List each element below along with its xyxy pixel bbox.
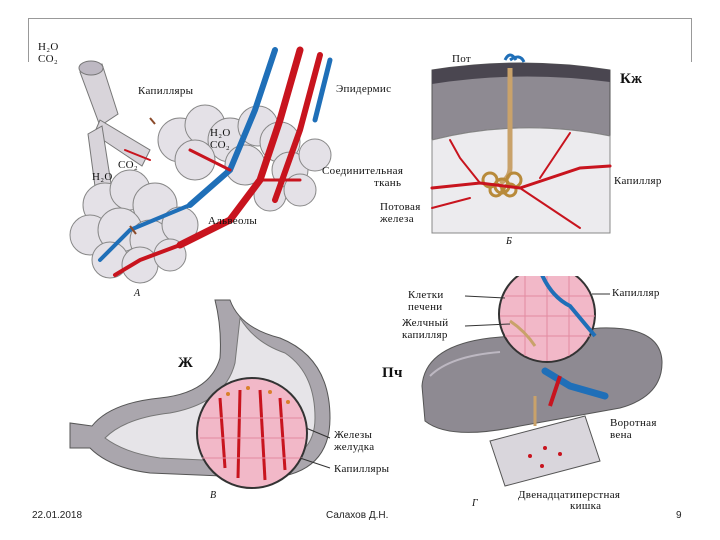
stomach-code-label: Ж (178, 355, 194, 371)
panel-letter-a: А (134, 288, 141, 299)
epidermis-label: Эпидермис (336, 83, 392, 95)
slide-frame-left (28, 18, 29, 62)
gas-label-top-h2o: H₂O (38, 41, 59, 53)
sweat-label: Пот (452, 53, 472, 65)
liver-capillary-label: Капилляр (612, 287, 660, 299)
liver-illustration (421, 276, 663, 487)
panel-letter-v: В (210, 490, 217, 501)
panel-liver: Клетки печени Капилляр Желчный капилляр … (370, 276, 690, 512)
stomach-illustration (69, 299, 331, 489)
alveoli-label: Альвеолы (208, 215, 258, 227)
gastric-glands-label-2: желудка (334, 441, 375, 453)
portal-vein-label-1: Воротная (610, 417, 657, 429)
skin-illustration (430, 53, 612, 234)
gas-label-left-co2: CO₂ (118, 159, 139, 171)
duodenum-label-2: кишка (570, 500, 602, 512)
gas-label-top-co2: CO₂ (38, 53, 59, 65)
capillaries-label: Капилляры (138, 85, 194, 97)
duodenum-label-1: Двенадцатиперстная (518, 489, 621, 501)
panel-lungs: H₂O CO₂ Капилляры H₂O CO₂ CO₂ H₂O Альвео… (30, 30, 370, 300)
panel-skin: Пот Кж Эпидермис Соединительная ткань По… (320, 48, 690, 248)
liver-code-label: Пч (382, 365, 403, 381)
gastric-glands-label-1: Железы (334, 429, 373, 441)
stomach-capillaries-label: Капилляры (334, 463, 390, 475)
slide-frame-top (28, 18, 692, 19)
gas-label-mid-h2o: H₂O (210, 127, 231, 139)
sweat-gland-label-1: Потовая (380, 201, 421, 213)
skin-capillary-label: Капилляр (614, 175, 662, 187)
panel-stomach: Ж Железы желудка Капилляры В (30, 298, 389, 510)
skin-code-label: Кж (620, 71, 643, 87)
slide-frame-right (691, 18, 692, 62)
footer-date: 22.01.2018 (32, 510, 83, 521)
liver-cells-label-1: Клетки (408, 289, 444, 301)
portal-vein-label-2: вена (610, 429, 632, 441)
panel-letter-b: Б (506, 236, 513, 247)
footer-author: Салахов Д.Н. (326, 510, 389, 521)
bile-capillary-label-1: Желчный (402, 317, 449, 329)
footer-page-number: 9 (676, 510, 682, 521)
sweat-gland-label-2: железа (380, 213, 414, 225)
connective-tissue-label-1: Соединительная (322, 165, 404, 177)
liver-cells-label-2: печени (408, 301, 443, 313)
lungs-illustration (69, 46, 333, 284)
bile-capillary-label-2: капилляр (402, 329, 448, 341)
gas-label-mid-co2: CO₂ (210, 139, 231, 151)
gas-label-left-h2o: H₂O (92, 171, 113, 183)
panel-letter-g: Г (472, 498, 478, 509)
connective-tissue-label-2: ткань (374, 177, 402, 189)
stomach-magnified-view (196, 377, 308, 489)
